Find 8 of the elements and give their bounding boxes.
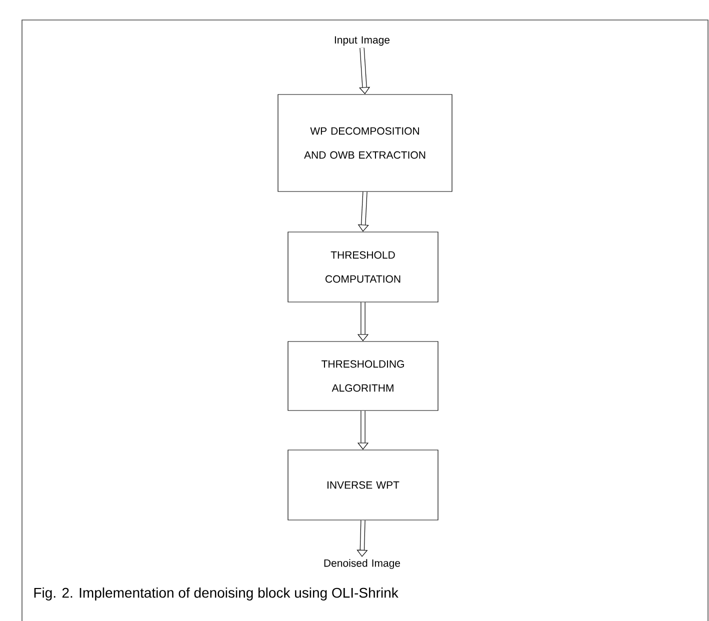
process-box: THRESHOLDING ALGORITHM (288, 341, 438, 411)
io-label: Input Image (334, 36, 390, 46)
process-box: INVERSE WPT (288, 450, 438, 520)
process-box: WP DECOMPOSITION AND OWB EXTRACTION (278, 94, 452, 192)
process-box: THRESHOLD COMPUTATION (288, 232, 438, 302)
hollow-arrow (356, 520, 368, 557)
caption: Fig. 2. Implementation of denoising block using OLI-Shrink (34, 587, 398, 601)
io-label: Denoised Image (324, 559, 400, 569)
